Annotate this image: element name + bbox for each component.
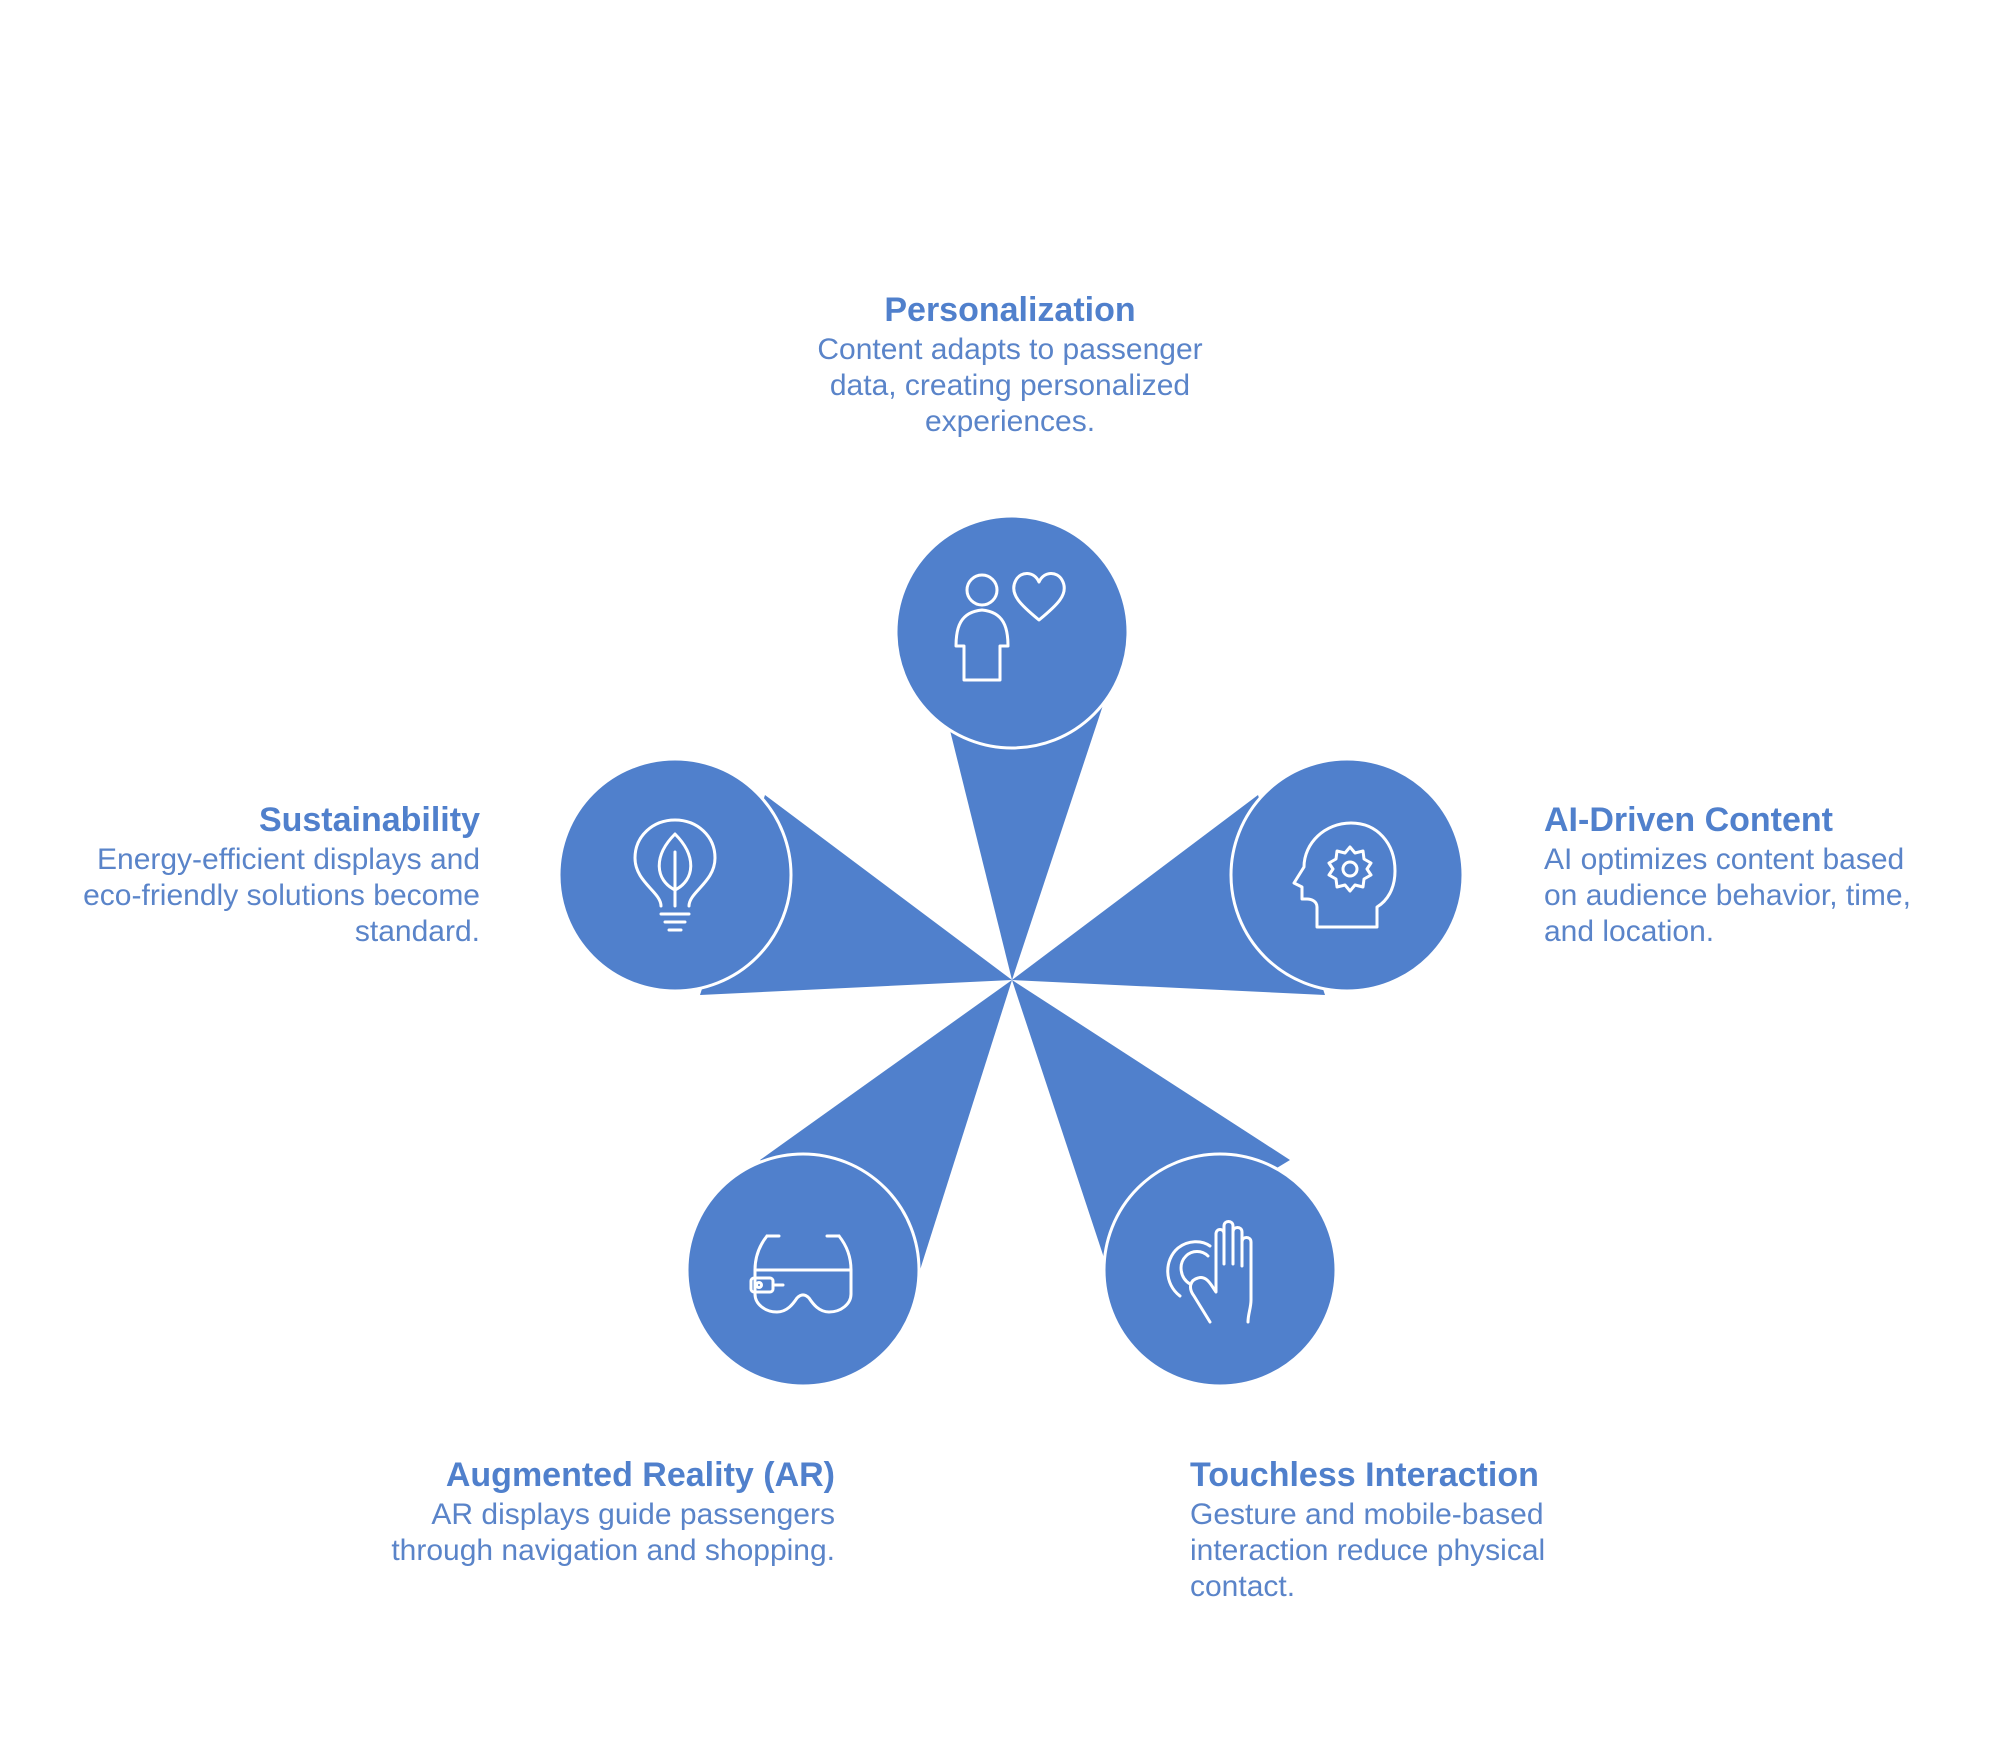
petals — [557, 514, 1465, 1388]
item-title: Augmented Reality (AR) — [445, 1456, 835, 1494]
person-heart-icon — [954, 572, 1066, 682]
label-personalization: Personalization Content adapts to passen… — [760, 290, 1260, 440]
petal-touchless-interaction — [1012, 980, 1338, 1388]
item-description: Energy-efficient displays and eco-friend… — [83, 843, 480, 948]
petal-cone — [940, 690, 1108, 980]
ar-glasses-icon — [749, 1234, 853, 1314]
label-ai-driven-content: AI-Driven Content AI optimizes content b… — [1544, 800, 1944, 950]
petal-circle — [894, 514, 1130, 750]
label-touchless-interaction: Touchless Interaction Gesture and mobile… — [1190, 1455, 1590, 1605]
petal-sustainability — [557, 757, 1012, 995]
label-sustainability: Sustainability Energy-efficient displays… — [60, 800, 480, 950]
label-augmented-reality: Augmented Reality (AR) AR displays guide… — [380, 1455, 835, 1569]
item-description: Gesture and mobile-based interaction red… — [1190, 1498, 1546, 1603]
hand-wave-icon — [1166, 1220, 1253, 1324]
item-title: AI-Driven Content — [1544, 801, 1833, 839]
item-description: AR displays guide passengers through nav… — [391, 1498, 835, 1567]
leaf-bulb-icon — [633, 818, 717, 932]
head-gear-icon — [1292, 821, 1397, 929]
petal-circle — [1102, 1152, 1338, 1388]
petal-ai-driven-content — [1012, 757, 1465, 995]
item-title: Touchless Interaction — [1190, 1456, 1539, 1494]
item-description: Content adapts to passenger data, creati… — [817, 333, 1203, 438]
petal-personalization — [894, 514, 1130, 980]
item-description: AI optimizes content based on audience b… — [1544, 843, 1911, 948]
item-title: Sustainability — [258, 801, 480, 839]
item-title: Personalization — [884, 291, 1136, 329]
petal-augmented-reality — [685, 980, 1012, 1388]
